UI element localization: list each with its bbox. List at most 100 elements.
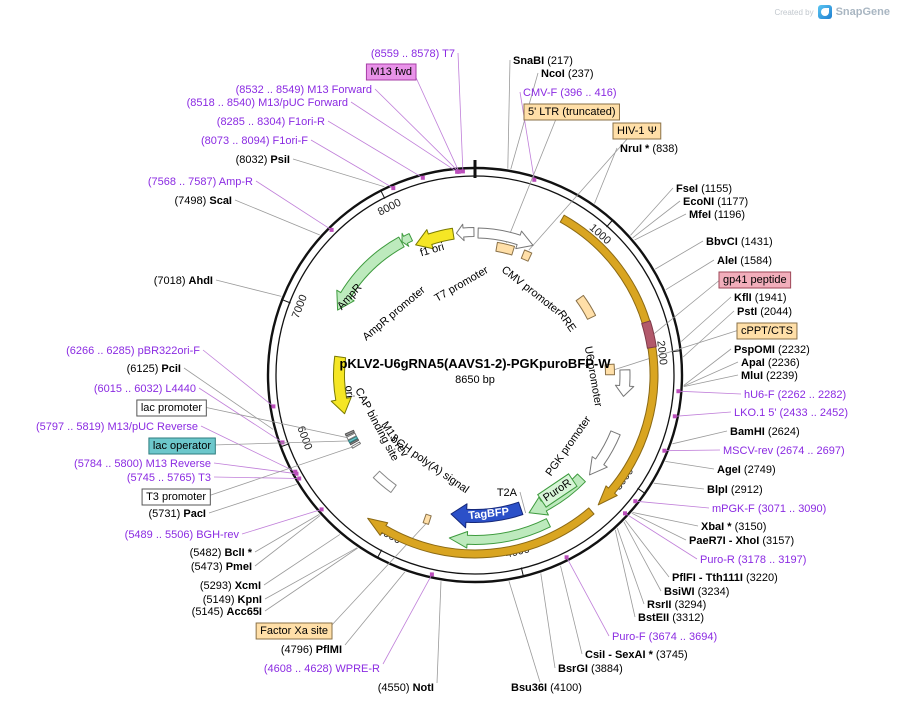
label-connector-line [202,349,274,407]
label-connector-line [683,348,732,386]
label-connector-line [654,278,722,334]
map-label: (5473) PmeI [191,561,252,573]
label-connector-line [519,91,535,180]
tick-mark [606,219,614,228]
map-label: (6266 .. 6285) pBR322ori-F [66,345,200,357]
primer-site-marker [329,227,334,232]
primer-site-marker [460,169,465,174]
feature-t3-promoter [351,441,361,449]
label-connector-line [664,449,721,452]
label-connector-line [616,527,645,605]
primer-site-marker [297,476,302,481]
map-label: HIV-1 Ψ [617,125,657,137]
label-connector-line [681,296,732,342]
label-connector-line [215,279,282,297]
feature-factor-xa [422,513,432,525]
inner-feature-label: T7 promoter [433,264,491,305]
map-label: BstEII (3312) [638,612,704,624]
feature-ampr [336,236,405,311]
label-connector-line [624,512,698,560]
inner-feature-label: AmpR promoter [360,284,427,343]
label-connector-line [683,374,739,387]
label-connector-line [213,476,300,479]
feature-ori [330,355,352,415]
map-label: (5145) Acc65I [192,606,262,618]
feature-label-box [141,488,211,506]
map-label: (4550) NotI [378,682,434,694]
feature-f1-ori [415,227,455,250]
feature-cds-bottom-inner [448,518,551,549]
map-label: NruI * (838) [620,143,678,155]
label-connector-line [344,571,406,646]
label-connector-line [327,120,424,179]
label-connector-line [436,581,442,684]
feature-label-box [718,271,792,289]
primer-site-marker [294,471,299,476]
feature-cap-binding-site [344,429,355,437]
label-connector-line [457,52,464,172]
map-label: T2A [497,487,518,499]
map-label: (8532 .. 8549) M13 Forward [236,84,372,96]
primer-site-marker [676,389,681,394]
feature-label-box [136,399,207,417]
map-label: (8285 .. 8304) F1ori-R [217,116,325,128]
primer-site-marker [532,177,537,182]
label-connector-line [183,367,274,430]
feature-t7-promoter [455,223,475,242]
tick-mark [520,567,525,578]
feature-label-box [148,437,216,455]
label-connector-line [540,573,556,669]
inner-feature-label-box [537,473,578,508]
inner-feature-label: PGK promoter [543,414,593,479]
label-connector-line [254,514,320,553]
primer-site-marker [319,507,324,512]
map-label: SnaBI (217) [513,55,573,67]
map-label: PstI (2044) [737,306,792,318]
feature-rre [575,294,597,320]
map-label: AleI (1584) [717,255,772,267]
label-connector-line [634,213,687,241]
snapgene-logo-icon [817,5,832,19]
feature-tagbfp [450,501,524,529]
label-connector-line [505,118,557,243]
primer-site-marker [564,555,569,560]
map-label: KflI (1941) [734,292,787,304]
map-label: (5149) KpnI [203,594,262,606]
primer-site-marker [429,572,434,577]
label-connector-line [614,329,740,370]
primer-site-marker [271,404,276,409]
label-connector-line [672,430,728,445]
map-label: (6125) PciI [127,363,181,375]
label-connector-line [630,187,674,236]
map-label: (4796) PflMI [281,644,342,656]
map-label: 5' LTR (truncated) [528,106,615,118]
label-connector-line [519,491,526,514]
map-label: ApaI (2236) [741,357,800,369]
feature-bgh-polya [372,470,397,493]
map-label: PflFI - Tth111I (3220) [672,572,778,584]
label-connector-line [665,259,715,291]
tick-label: 7000 [290,293,310,320]
feature-cmv-promoter [477,227,534,250]
feature-label-box [365,63,417,81]
map-label: (5489 .. 5506) BGH-rev [125,529,240,541]
map-label: (7498) ScaI [175,195,233,207]
map-label: (8032) PsiI [236,154,290,166]
primer-site-marker [672,414,677,419]
primer-site-marker [420,175,425,180]
label-connector-line [234,199,320,236]
map-label: BamHI (2624) [730,426,800,438]
feature-label-box [612,122,662,140]
feature-u6-promoter [614,369,635,397]
map-label: MSCV-rev (2674 .. 2697) [723,445,845,457]
map-label: (8073 .. 8094) F1ori-F [201,135,308,147]
map-label: (5731) PacI [149,508,207,520]
primer-site-marker [391,186,396,191]
map-label: (8518 .. 8540) M13/pUC Forward [187,97,348,109]
label-connector-line [678,390,742,395]
map-label: (5745 .. 5765) T3 [127,472,211,484]
map-label: BlpI (2912) [707,484,763,496]
map-label: MluI (2239) [741,370,798,382]
inner-feature-label: ori [342,385,355,398]
